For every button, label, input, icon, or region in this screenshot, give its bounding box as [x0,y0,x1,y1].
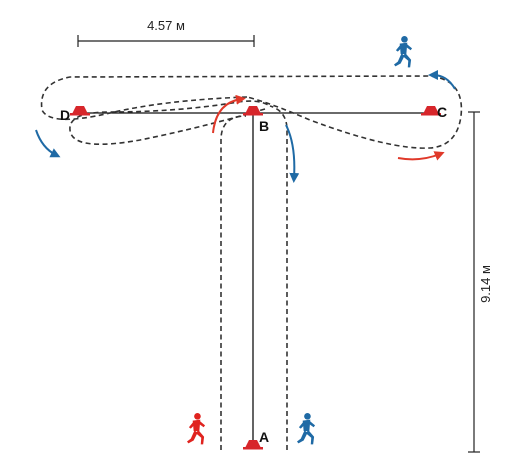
cone-label-b: B [259,118,269,134]
path-b-to-a [269,105,288,450]
path-a-to-b [220,115,247,450]
side-dimension-label: 9.14 м [478,265,493,303]
cone-b: B [243,106,269,134]
blue-arrow-d [35,129,61,158]
cone-d: D [60,106,90,123]
side-dimension: 9.14 м [468,111,493,453]
cone-label-d: D [60,107,70,123]
cone-a: A [243,429,269,450]
cone-label-c: C [437,104,447,120]
blue-arrow-c [428,70,456,90]
cone-c: C [421,104,447,120]
top-dimension-label: 4.57 м [147,18,185,33]
path-shuttle-loop [69,100,271,145]
running-person-icon [187,413,206,445]
direction-arrows [35,70,456,183]
cone-label-a: A [259,429,269,445]
red-arrow-c [397,151,445,161]
red-arrow-b [212,94,246,134]
running-person-icon [297,413,316,445]
blue-arrow-b [285,124,300,183]
running-path [40,75,463,450]
running-person-icon [394,36,413,68]
top-dimension: 4.57 м [77,18,255,47]
path-top-loop [40,75,463,149]
